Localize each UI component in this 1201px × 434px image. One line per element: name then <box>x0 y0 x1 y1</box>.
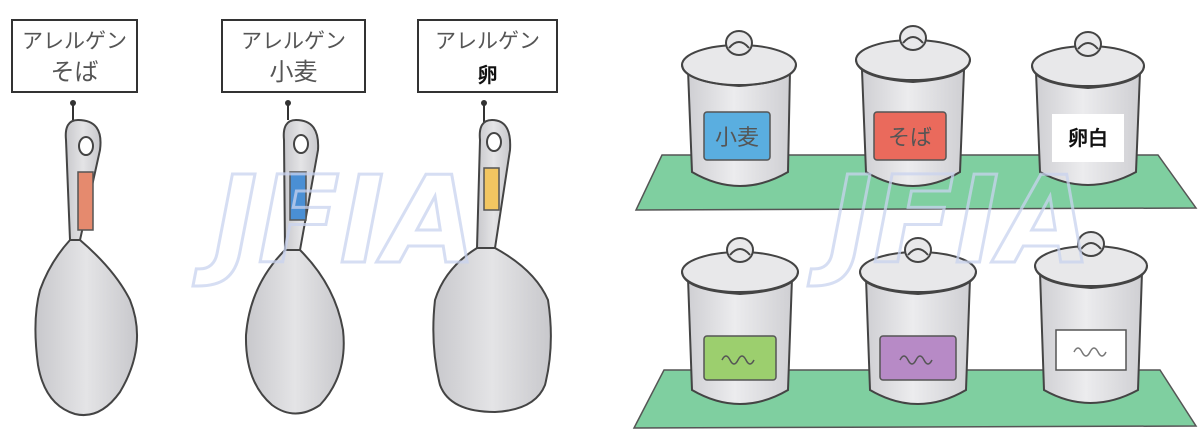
container-soba: そば <box>855 25 971 187</box>
tag-line1: アレルゲン <box>22 29 127 53</box>
scoops-panel: アレルゲン そば アレルゲン 小麦 アレルゲン 卵 <box>11 19 558 416</box>
tag-line1: アレルゲン <box>435 29 540 53</box>
watermark-left: JFIA <box>193 152 477 291</box>
container-wheat: 小麦 <box>681 30 797 187</box>
allergen-tag <box>417 19 558 93</box>
container-label <box>873 111 947 161</box>
container-label-text: 小麦 <box>715 126 759 151</box>
container-label <box>1052 114 1124 162</box>
container-label <box>703 111 771 161</box>
handle-color-label <box>289 171 307 221</box>
tag-line1: アレルゲン <box>241 29 346 53</box>
container-unlabeled-purple <box>859 237 977 405</box>
scoop-wheat: アレルゲン 小麦 <box>221 19 366 415</box>
tag-line2: 卵 <box>478 63 498 87</box>
scribble-mark <box>721 355 755 365</box>
container-label-text: 卵白 <box>1068 126 1108 150</box>
scribble-mark <box>1073 347 1107 357</box>
container-unlabeled-white <box>1034 231 1148 404</box>
allergen-tag <box>11 19 138 93</box>
scoop-soba: アレルゲン そば <box>11 19 139 416</box>
watermark-right: JFIA <box>808 152 1092 291</box>
handle-color-label <box>483 167 500 211</box>
scoop-egg: アレルゲン 卵 <box>417 19 558 414</box>
tag-line2: そば <box>51 58 99 86</box>
tag-line2: 小麦 <box>270 58 318 86</box>
container-unlabeled-green <box>681 237 799 405</box>
allergen-tag <box>221 19 366 93</box>
scribble-mark <box>899 355 933 365</box>
containers-panel: 小麦 そば 卵白 <box>632 25 1198 429</box>
container-egg-white: 卵白 <box>1031 31 1145 186</box>
handle-color-label <box>77 171 94 231</box>
container-label-text: そば <box>888 126 932 151</box>
